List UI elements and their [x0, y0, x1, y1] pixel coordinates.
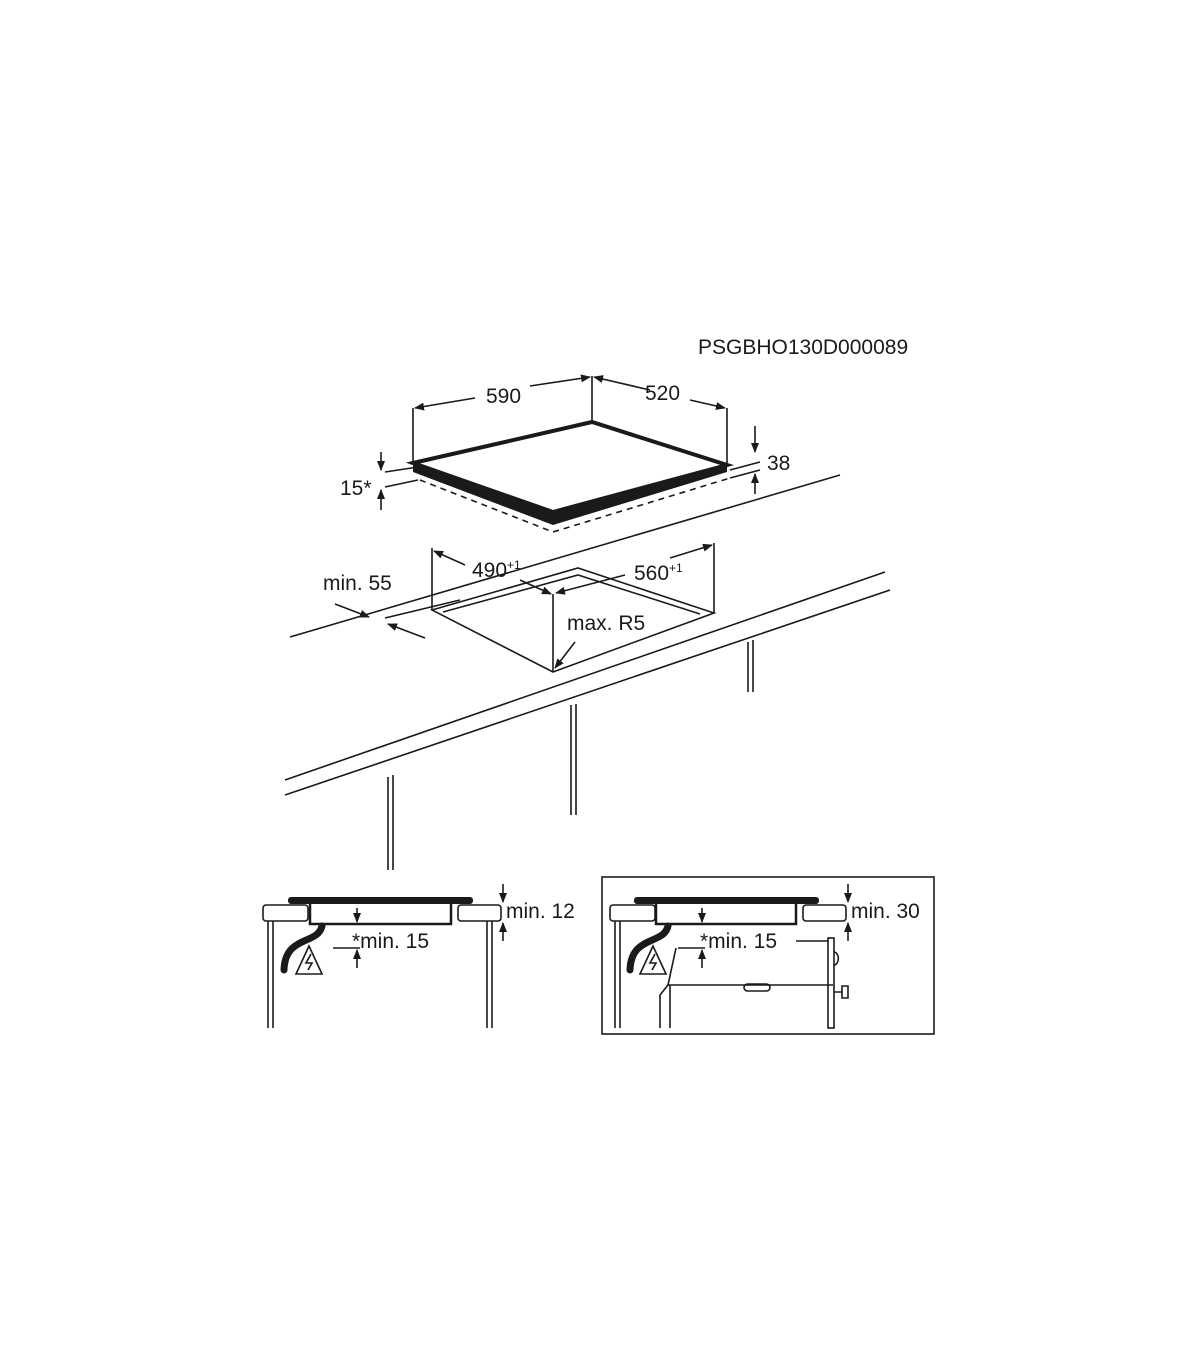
hob-height-label: 38 — [767, 452, 790, 475]
left-top-gap-label: min. 12 — [506, 900, 575, 923]
cutout-width-tolerance: +1 — [669, 561, 683, 575]
cutout-width-value: 560 — [634, 562, 669, 585]
cutout-depth-tolerance: +1 — [507, 558, 521, 572]
cutout-depth-value: 490 — [472, 559, 507, 582]
right-bottom-gap-label: *min. 15 — [700, 930, 777, 953]
worktop-drawing — [284, 474, 891, 870]
edge-distance-label: min. 55 — [323, 572, 392, 595]
cutout-depth-label: 490+1 — [472, 558, 521, 582]
cutout-dimension-lines — [334, 543, 713, 669]
detail-left-drawing — [262, 884, 507, 1028]
right-top-gap-label: min. 30 — [851, 900, 920, 923]
diagram-code: PSGBHO130D000089 — [698, 336, 908, 359]
hob-drawing — [405, 419, 735, 533]
hob-dimension-lines — [377, 374, 761, 510]
hob-width-label: 590 — [486, 385, 521, 408]
left-bottom-gap-label: *min. 15 — [352, 930, 429, 953]
cutout-width-label: 560+1 — [634, 561, 683, 585]
seal-thickness-label: 15* — [340, 477, 372, 500]
corner-radius-label: max. R5 — [567, 612, 645, 635]
detail-right-drawing — [601, 876, 935, 1035]
hob-depth-label: 520 — [645, 382, 680, 405]
